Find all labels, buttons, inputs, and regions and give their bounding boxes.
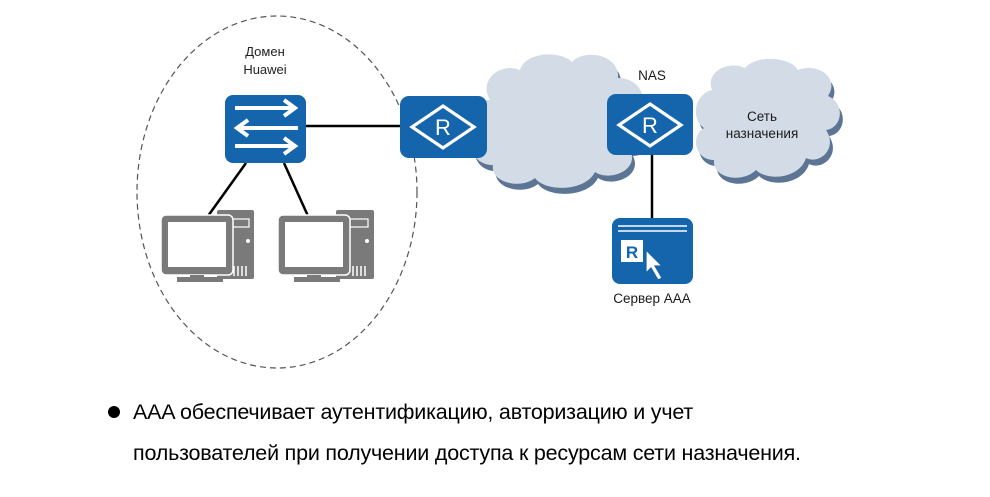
- bullet-line-2: пользователей при получении доступа к ре…: [133, 441, 801, 465]
- aaa-server-label: Сервер AAA: [613, 291, 691, 306]
- destination-label-line1: Сеть: [747, 109, 777, 124]
- link-switch-pc2: [282, 162, 310, 217]
- domain-label-line1: Домен: [245, 44, 285, 59]
- nas-router-glyph: R: [642, 113, 658, 138]
- link-switch-pc1: [206, 162, 248, 217]
- switch-icon: [225, 95, 306, 163]
- pc-icon: [277, 210, 374, 282]
- bullet-text: AAA обеспечивает аутентификацию, авториз…: [133, 392, 801, 474]
- domain-label-line2: Huawei: [243, 62, 286, 77]
- bullet-line-1: AAA обеспечивает аутентификацию, авториз…: [133, 400, 694, 424]
- router-icon: R: [400, 96, 487, 158]
- nas-router-icon: R: [607, 94, 693, 155]
- router-glyph: R: [435, 115, 451, 140]
- aaa-glyph: R: [626, 243, 638, 262]
- huawei-domain-boundary: [136, 15, 418, 369]
- destination-label-line2: назначения: [726, 126, 799, 141]
- bullet-dot-icon: [108, 406, 120, 418]
- aaa-server-icon: R: [612, 218, 693, 284]
- network-diagram: R R R: [136, 15, 843, 369]
- pc-icon: [160, 210, 254, 282]
- nas-label: NAS: [638, 68, 666, 83]
